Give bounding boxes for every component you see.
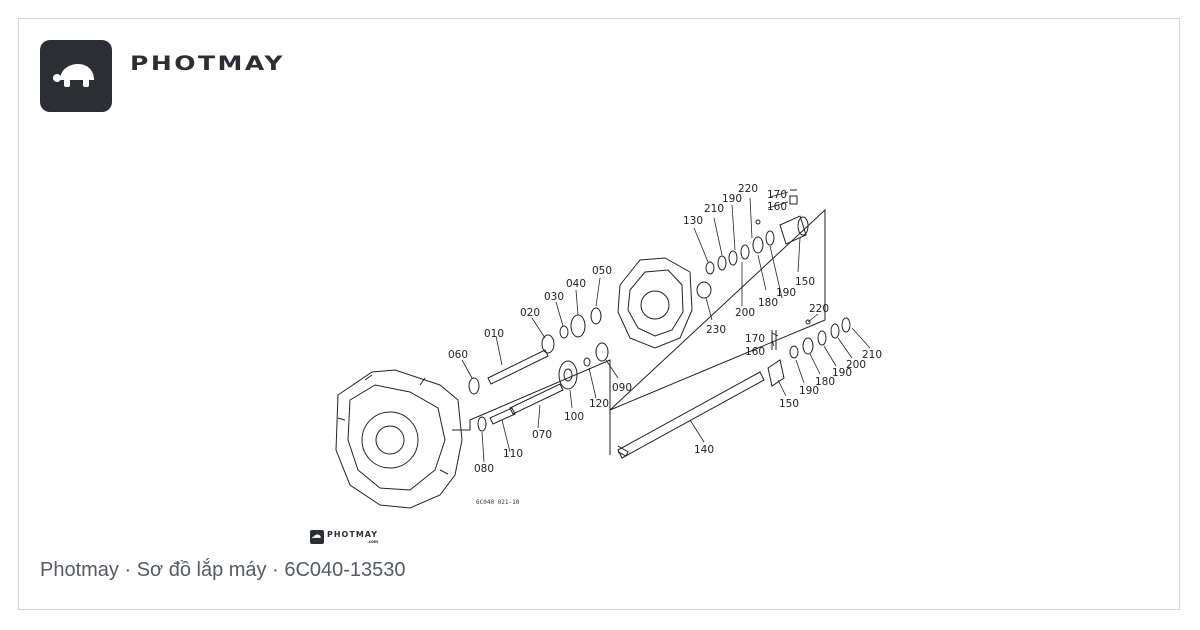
turtle-icon	[53, 64, 94, 87]
housing-front	[335, 369, 463, 509]
part-label-090: 090	[612, 382, 632, 394]
part-label-060: 060	[448, 349, 468, 361]
part-label-180: 180	[758, 297, 778, 309]
watermark-turtle-icon	[310, 530, 324, 544]
part-label-150: 150	[795, 276, 815, 288]
part-label-080: 080	[474, 463, 494, 475]
assembly-diagram: 010 020 030 040 050 060 070 080 090 100 …	[335, 183, 882, 509]
part-label-130: 130	[683, 215, 703, 227]
housing-rear	[617, 257, 693, 349]
part-label-200: 200	[735, 307, 755, 319]
watermark: PHOTMAY .com	[310, 530, 378, 544]
part-label-180b: 180	[815, 376, 835, 388]
part-label-120: 120	[589, 398, 609, 410]
drawing-code: 6C040 021-10	[476, 499, 520, 506]
part-label-190: 190	[722, 193, 742, 205]
caption: Photmay · Sơ đồ lắp máy · 6C040-13530	[40, 559, 406, 581]
part-label-050: 050	[592, 265, 612, 277]
part-label-160b: 160	[745, 346, 765, 358]
part-label-190c: 190	[799, 385, 819, 397]
part-label-210: 210	[704, 203, 724, 215]
part-label-150b: 150	[779, 398, 799, 410]
part-label-140: 140	[694, 444, 714, 456]
watermark-sub: .com	[367, 539, 378, 544]
part-label-070: 070	[532, 429, 552, 441]
part-label-010: 010	[484, 328, 504, 340]
part-label-160: 160	[767, 201, 787, 213]
part-label-220: 220	[738, 183, 758, 195]
part-label-210b: 210	[862, 349, 882, 361]
preview-card	[18, 18, 1180, 610]
part-label-220b: 220	[809, 303, 829, 315]
watermark-text: PHOTMAY	[327, 530, 378, 539]
part-label-110: 110	[503, 448, 523, 460]
long-shaft	[617, 371, 765, 459]
part-label-020: 020	[520, 307, 540, 319]
brand-name[interactable]: PHOTMAY	[130, 52, 285, 75]
part-label-200b: 200	[846, 359, 866, 371]
part-label-190b: 190	[776, 287, 796, 299]
brand-logo[interactable]	[40, 40, 112, 112]
part-label-040: 040	[566, 278, 586, 290]
part-label-030: 030	[544, 291, 564, 303]
part-label-170b: 170	[745, 333, 765, 345]
part-label-230: 230	[706, 324, 726, 336]
part-label-170: 170	[767, 189, 787, 201]
part-labels: 010 020 030 040 050 060 070 080 090 100 …	[448, 183, 882, 506]
part-label-190d: 190	[832, 367, 852, 379]
part-label-100: 100	[564, 411, 584, 423]
